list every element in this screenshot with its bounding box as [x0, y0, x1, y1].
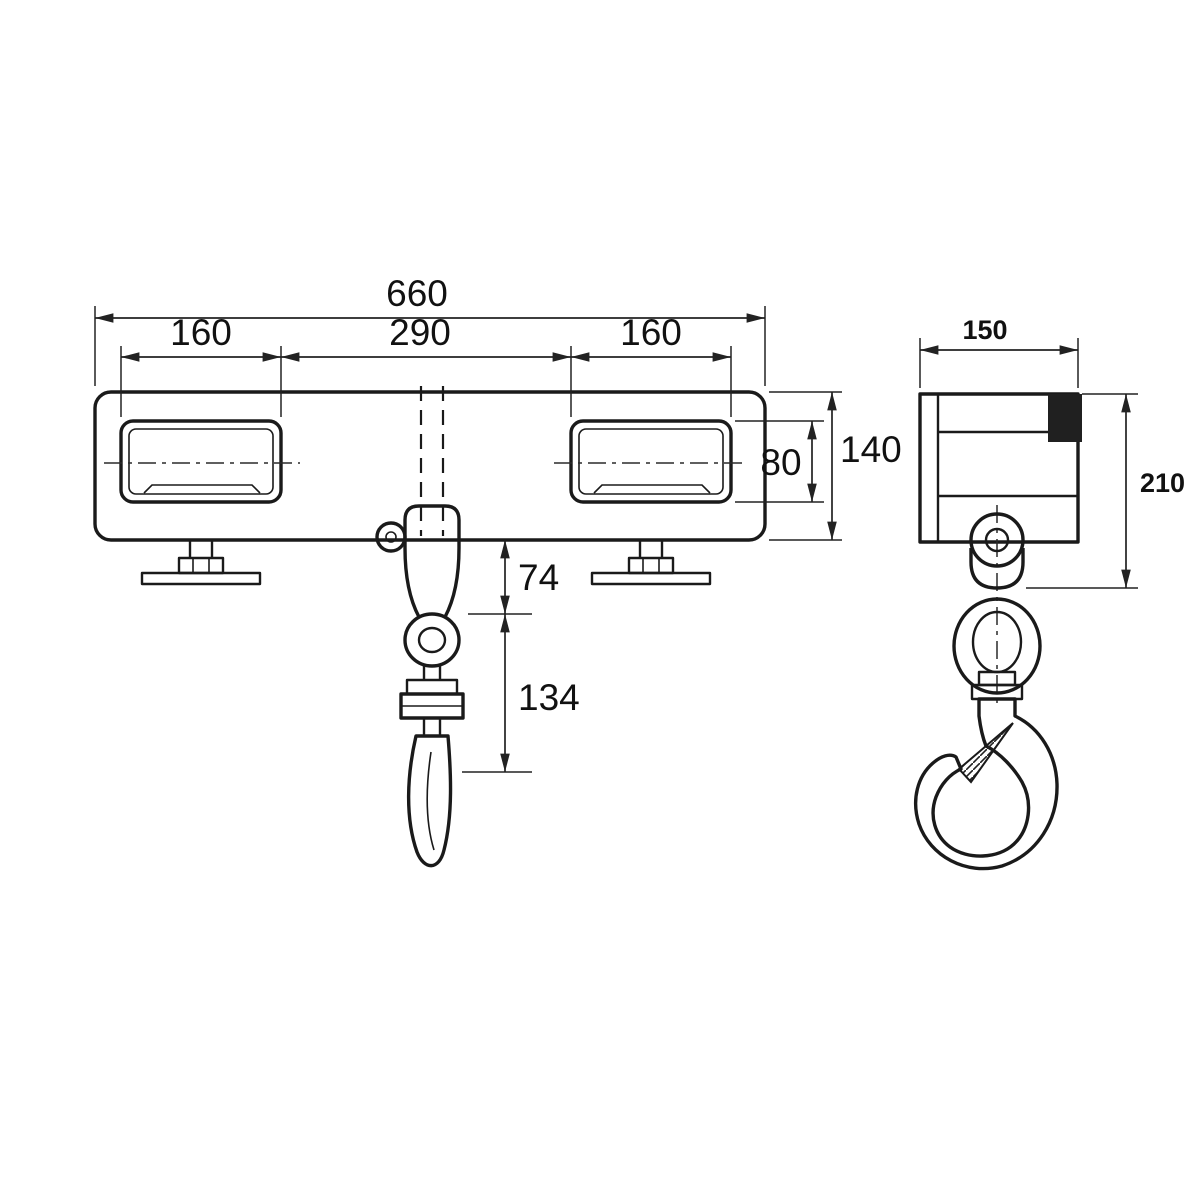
- dim-label-beam-height: 140: [840, 429, 902, 470]
- fork-pocket-right: [554, 419, 748, 504]
- end-stop-plate: [1048, 394, 1082, 442]
- pocket-left-outer: [119, 419, 283, 504]
- clamp-plate-right: [590, 571, 712, 586]
- swivel-link-outer: [952, 597, 1042, 695]
- lug-boss: [969, 512, 1025, 568]
- clevis-leg-left: [403, 547, 421, 618]
- swivel-collar: [405, 678, 459, 696]
- dim-label-total-width: 660: [386, 273, 448, 314]
- beam-section-outline: [918, 392, 1080, 544]
- dimensions-front: 660 160 290 160 80 140 74: [94, 273, 902, 773]
- clevis-pin: [375, 521, 407, 553]
- dim-label-hook-offset: 134: [518, 677, 580, 718]
- safety-latch: [957, 722, 1014, 784]
- clamp-plate-left: [140, 571, 262, 586]
- hook-front-outline: [406, 734, 453, 868]
- pocket-left-pad: [143, 484, 261, 494]
- hook-front-detail: [426, 751, 435, 851]
- clevis-leg-right: [443, 547, 461, 618]
- hook-side-outline: [914, 697, 1059, 871]
- dim-label-center-span: 290: [389, 312, 451, 353]
- shackle-assembly: [375, 386, 465, 736]
- pocket-left-inner: [128, 428, 274, 495]
- clevis-pin-center: [385, 531, 397, 543]
- beam-section: [918, 392, 1082, 544]
- dim-label-clevis-offset: 74: [518, 557, 559, 598]
- clevis-eye-outer: [403, 612, 461, 668]
- clamp-screw-left: [140, 540, 262, 586]
- dim-label-pocket-height: 80: [760, 442, 801, 483]
- hook-side: [914, 697, 1059, 871]
- screw-nut-left: [177, 556, 225, 575]
- pocket-right-inner: [578, 428, 724, 495]
- dimensions-side: 150 210: [919, 315, 1185, 589]
- hook-front: [406, 734, 453, 868]
- dim-label-right-pocket: 160: [620, 312, 682, 353]
- front-view: 660 160 290 160 80 140 74: [93, 273, 902, 868]
- clevis-head: [403, 504, 461, 548]
- swivel-link: [952, 597, 1042, 701]
- dim-label-left-pocket: 160: [170, 312, 232, 353]
- lug-pin-hole: [984, 527, 1010, 553]
- fork-pocket-left: [104, 419, 300, 504]
- dim-label-side-width: 150: [962, 315, 1007, 345]
- hook-lug: [969, 505, 1025, 705]
- beam-outline: [93, 390, 767, 542]
- lug-bottom: [969, 548, 1025, 590]
- dim-label-side-height: 210: [1140, 468, 1185, 498]
- beam-body: [93, 390, 767, 542]
- side-view: 150 210: [914, 315, 1185, 871]
- clevis-eye-inner: [417, 626, 447, 654]
- screw-nut-right: [627, 556, 675, 575]
- pocket-right-outer: [569, 419, 733, 504]
- clamp-screw-right: [590, 540, 712, 586]
- pocket-right-pad: [593, 484, 711, 494]
